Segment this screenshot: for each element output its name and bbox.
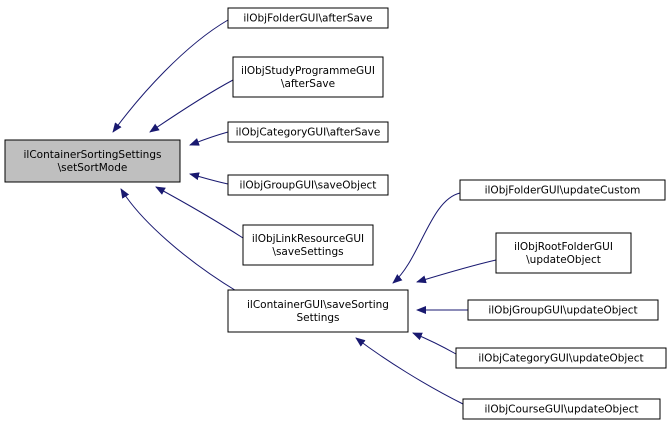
node-category-aftersave[interactable]: ilObjCategoryGUI\afterSave	[227, 121, 389, 143]
edge-container_savesorting-to-root	[120, 188, 239, 293]
node-box[interactable]	[459, 179, 666, 201]
node-linkresource-savesettings[interactable]: ilObjLinkResourceGUI\saveSettings	[242, 224, 374, 266]
node-folder-updatecustom[interactable]: ilObjFolderGUI\updateCustom	[459, 179, 666, 201]
node-label-line: ilObjFolderGUI\afterSave	[243, 13, 372, 25]
node-label-line: ilObjStudyProgrammeGUI	[241, 65, 375, 77]
edge-studyprog_aftersave-to-root	[149, 79, 234, 133]
node-label-line: ilObjCategoryGUI\updateObject	[478, 353, 643, 365]
node-box[interactable]	[227, 7, 389, 29]
node-box[interactable]	[227, 121, 389, 143]
node-box[interactable]	[227, 174, 389, 196]
edge-folder_aftersave-to-root	[112, 19, 229, 133]
node-label-line: ilObjGroupGUI\updateObject	[488, 305, 637, 317]
edge-rootfolder_updateobject-to-container_savesorting	[416, 259, 497, 284]
node-box[interactable]	[495, 232, 632, 274]
node-box[interactable]	[467, 299, 659, 321]
node-box[interactable]	[227, 289, 409, 333]
edge-course_updateobject-to-container_savesorting	[355, 337, 464, 405]
node-category-updateobject[interactable]: ilObjCategoryGUI\updateObject	[455, 347, 667, 369]
node-root[interactable]: ilContainerSortingSettings\setSortMode	[4, 139, 181, 183]
edge-folder_updatecustom-to-container_savesorting	[392, 192, 461, 284]
node-label-line: \saveSettings	[272, 246, 343, 258]
edge-category_aftersave-to-root	[189, 131, 229, 146]
node-box[interactable]	[455, 347, 667, 369]
node-box[interactable]	[4, 139, 181, 183]
node-label-line: \setSortMode	[58, 162, 128, 174]
node-box[interactable]	[242, 224, 374, 266]
node-label-line: \updateObject	[526, 254, 601, 266]
node-group-saveobject[interactable]: ilObjGroupGUI\saveObject	[227, 174, 389, 196]
node-label-line: ilContainerSortingSettings	[24, 149, 162, 161]
node-folder-aftersave[interactable]: ilObjFolderGUI\afterSave	[227, 7, 389, 29]
node-box[interactable]	[232, 56, 384, 98]
node-label-line: \afterSave	[281, 78, 335, 90]
node-label-line: ilObjLinkResourceGUI	[252, 233, 364, 245]
node-label-line: ilObjCourseGUI\updateObject	[485, 404, 639, 416]
node-label-line: ilObjGroupGUI\saveObject	[240, 180, 377, 192]
edge-group_saveobject-to-root	[189, 172, 229, 185]
nodes-layer: ilContainerSortingSettings\setSortModeil…	[4, 7, 667, 420]
node-label-line: ilObjCategoryGUI\afterSave	[236, 127, 381, 139]
node-course-updateobject[interactable]: ilObjCourseGUI\updateObject	[462, 398, 661, 420]
edge-linkresource_savesettings-to-root	[155, 186, 244, 239]
node-label-line: Settings	[296, 312, 339, 324]
node-group-updateobject[interactable]: ilObjGroupGUI\updateObject	[467, 299, 659, 321]
edges-layer	[112, 19, 497, 405]
node-label-line: ilObjFolderGUI\updateCustom	[485, 185, 641, 197]
node-studyprog-aftersave[interactable]: ilObjStudyProgrammeGUI\afterSave	[232, 56, 384, 98]
node-label-line: ilContainerGUI\saveSorting	[247, 299, 389, 311]
node-box[interactable]	[462, 398, 661, 420]
edge-category_updateobject-to-container_savesorting	[412, 332, 457, 355]
node-label-line: ilObjRootFolderGUI	[514, 241, 613, 253]
node-rootfolder-updateobject[interactable]: ilObjRootFolderGUI\updateObject	[495, 232, 632, 274]
